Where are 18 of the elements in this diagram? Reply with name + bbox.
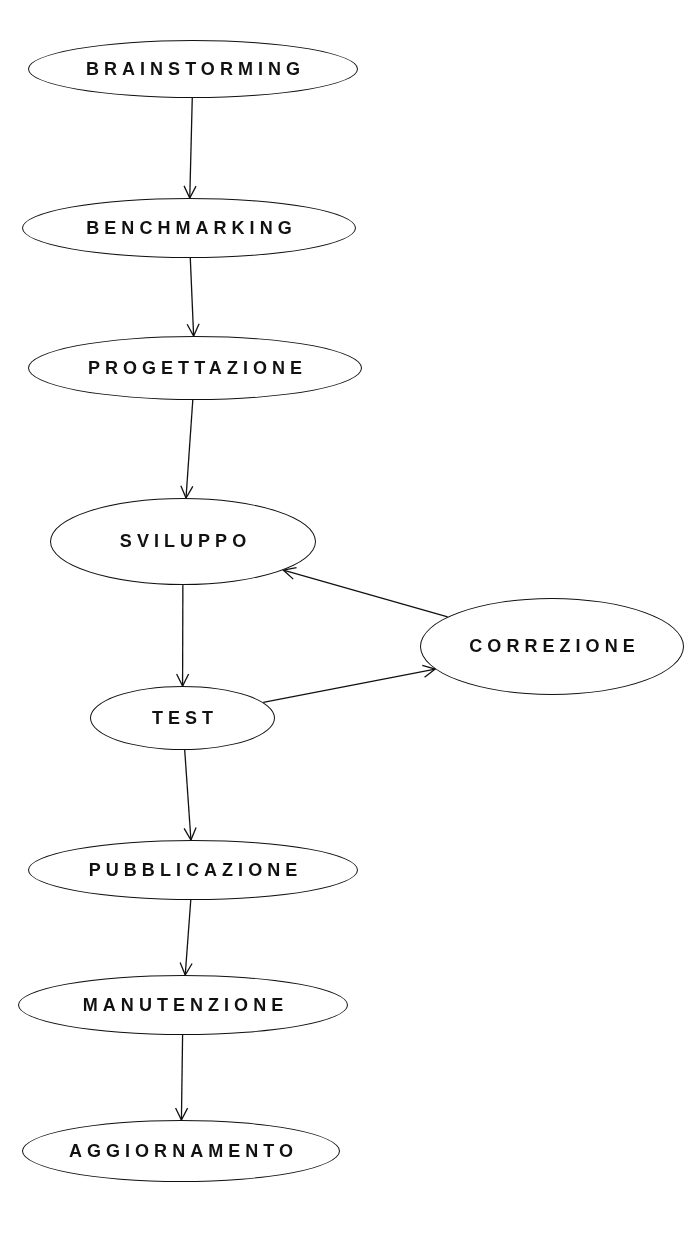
node-label: PUBBLICAZIONE	[87, 858, 303, 882]
node-label: CORREZIONE	[468, 635, 640, 658]
node-label: TEST	[150, 706, 219, 730]
node-label: BRAINSTORMING	[84, 57, 306, 81]
arrow	[183, 749, 197, 841]
arrow	[186, 257, 200, 337]
node-label: PROGETTAZIONE	[86, 356, 308, 380]
arrow	[262, 664, 436, 704]
arrow	[174, 1034, 189, 1121]
arrow	[175, 584, 190, 687]
node-label: MANUTENZIONE	[81, 993, 289, 1017]
node-label: SVILUPPO	[118, 530, 252, 553]
arrow	[282, 566, 449, 618]
node-label: BENCHMARKING	[85, 216, 297, 240]
node-label: AGGIORNAMENTO	[67, 1139, 299, 1163]
arrow	[183, 97, 197, 199]
arrow	[180, 399, 194, 499]
arrow	[179, 899, 193, 976]
